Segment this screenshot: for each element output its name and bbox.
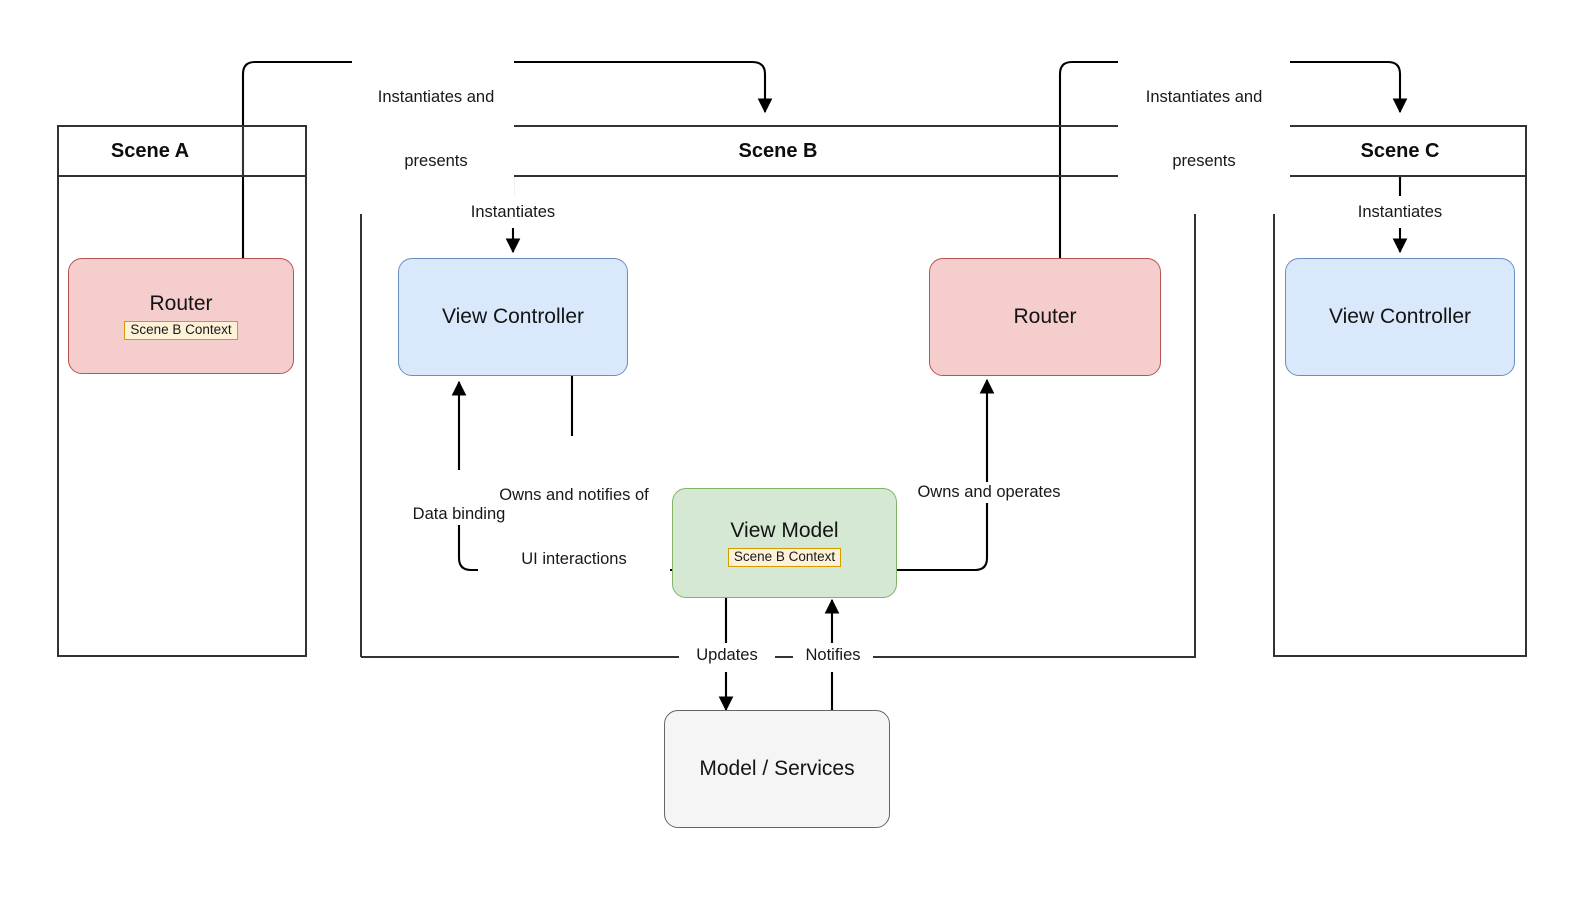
node-title: Model / Services [699, 756, 855, 780]
edge-viewmodel-to-controller-lower [457, 504, 672, 572]
scene-c-title: Scene C [1360, 140, 1440, 162]
edge-label-viewmodel-to-controller: Data binding [391, 504, 527, 526]
node-scene-b-router[interactable]: Router [929, 258, 1161, 376]
edge-label-viewmodel-to-router: Owns and operates [898, 482, 1080, 504]
label-line-2: presents [1172, 151, 1236, 170]
node-title: View Controller [1328, 304, 1471, 328]
label-line-1: Instantiates and [377, 88, 495, 107]
context-badge: Scene B Context [727, 547, 842, 568]
node-title: View Model [730, 518, 839, 542]
edge-label-a-router-to-scene-b: Instantiates and presents [358, 45, 514, 214]
scene-a-title: Scene A [110, 140, 190, 162]
node-scene-b-view-model[interactable]: View Model Scene B Context [672, 488, 897, 598]
edge-label-controller-to-viewmodel: Owns and notifies of UI interactions [478, 443, 670, 612]
scene-b-title: Scene B [738, 140, 818, 162]
node-title: Router [1013, 304, 1077, 328]
edge-label-scene-b-to-controller: Instantiates [443, 202, 583, 224]
node-model-services[interactable]: Model / Services [664, 710, 890, 828]
node-title: View Controller [441, 304, 584, 328]
node-title: Router [149, 291, 213, 315]
label-line-2: UI interactions [521, 549, 627, 568]
label-line-1: Instantiates and [1145, 88, 1263, 107]
edge-viewmodel-to-router-curve [897, 508, 989, 572]
label-line-2: presents [404, 151, 468, 170]
edge-a-router-to-scene-b-left [241, 60, 352, 258]
scene-c-container [1273, 125, 1527, 657]
node-scene-c-view-controller[interactable]: View Controller [1285, 258, 1515, 376]
context-badge: Scene B Context [124, 320, 238, 341]
edge-label-scene-c-to-controller: Instantiates [1330, 202, 1470, 224]
edge-b-router-to-scene-c-right [1288, 60, 1408, 114]
scene-a-container [57, 125, 307, 657]
edge-label-b-router-to-scene-c: Instantiates and presents [1118, 45, 1290, 214]
edge-label-viewmodel-to-model: Updates [679, 645, 775, 667]
edge-label-model-to-viewmodel: Notifies [793, 645, 873, 667]
node-scene-b-view-controller[interactable]: View Controller [398, 258, 628, 376]
scene-b-container [360, 125, 1196, 657]
label-line-1: Owns and notifies of [499, 486, 649, 505]
edge-b-router-to-scene-c-left [1058, 60, 1128, 258]
edge-a-router-to-scene-b-right [512, 60, 773, 114]
node-scene-a-router[interactable]: Router Scene B Context [68, 258, 294, 374]
